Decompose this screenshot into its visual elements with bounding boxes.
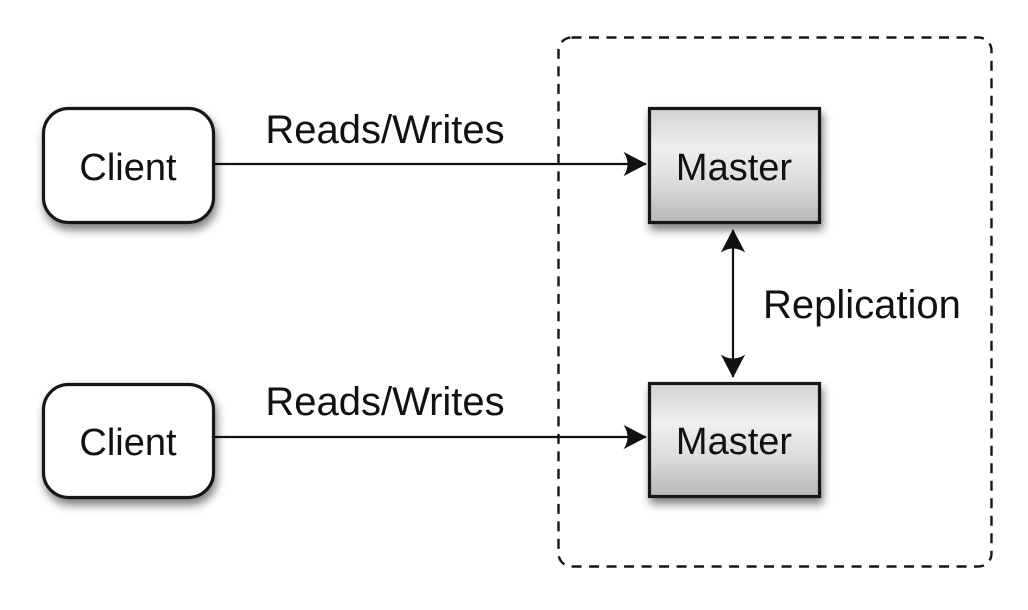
reads-writes-top-label: Reads/Writes	[265, 108, 504, 152]
master-top-label: Master	[676, 147, 792, 189]
client-top-box	[41, 106, 216, 225]
master-top-node: Master	[647, 106, 822, 225]
replication-group-boundary	[557, 36, 993, 568]
client-bottom-box	[41, 382, 216, 500]
client-top-node: Client	[41, 106, 216, 225]
client-top-label: Client	[79, 147, 177, 189]
master-bottom-label: Master	[676, 421, 792, 463]
reads-writes-bottom-label: Reads/Writes	[265, 380, 504, 424]
client-bottom-node: Client	[41, 382, 216, 500]
master-bottom-node: Master	[647, 381, 822, 499]
client-bottom-label: Client	[79, 422, 177, 464]
master-bottom-box	[647, 381, 822, 499]
master-top-box	[647, 106, 822, 225]
replication-label: Replication	[763, 283, 961, 327]
